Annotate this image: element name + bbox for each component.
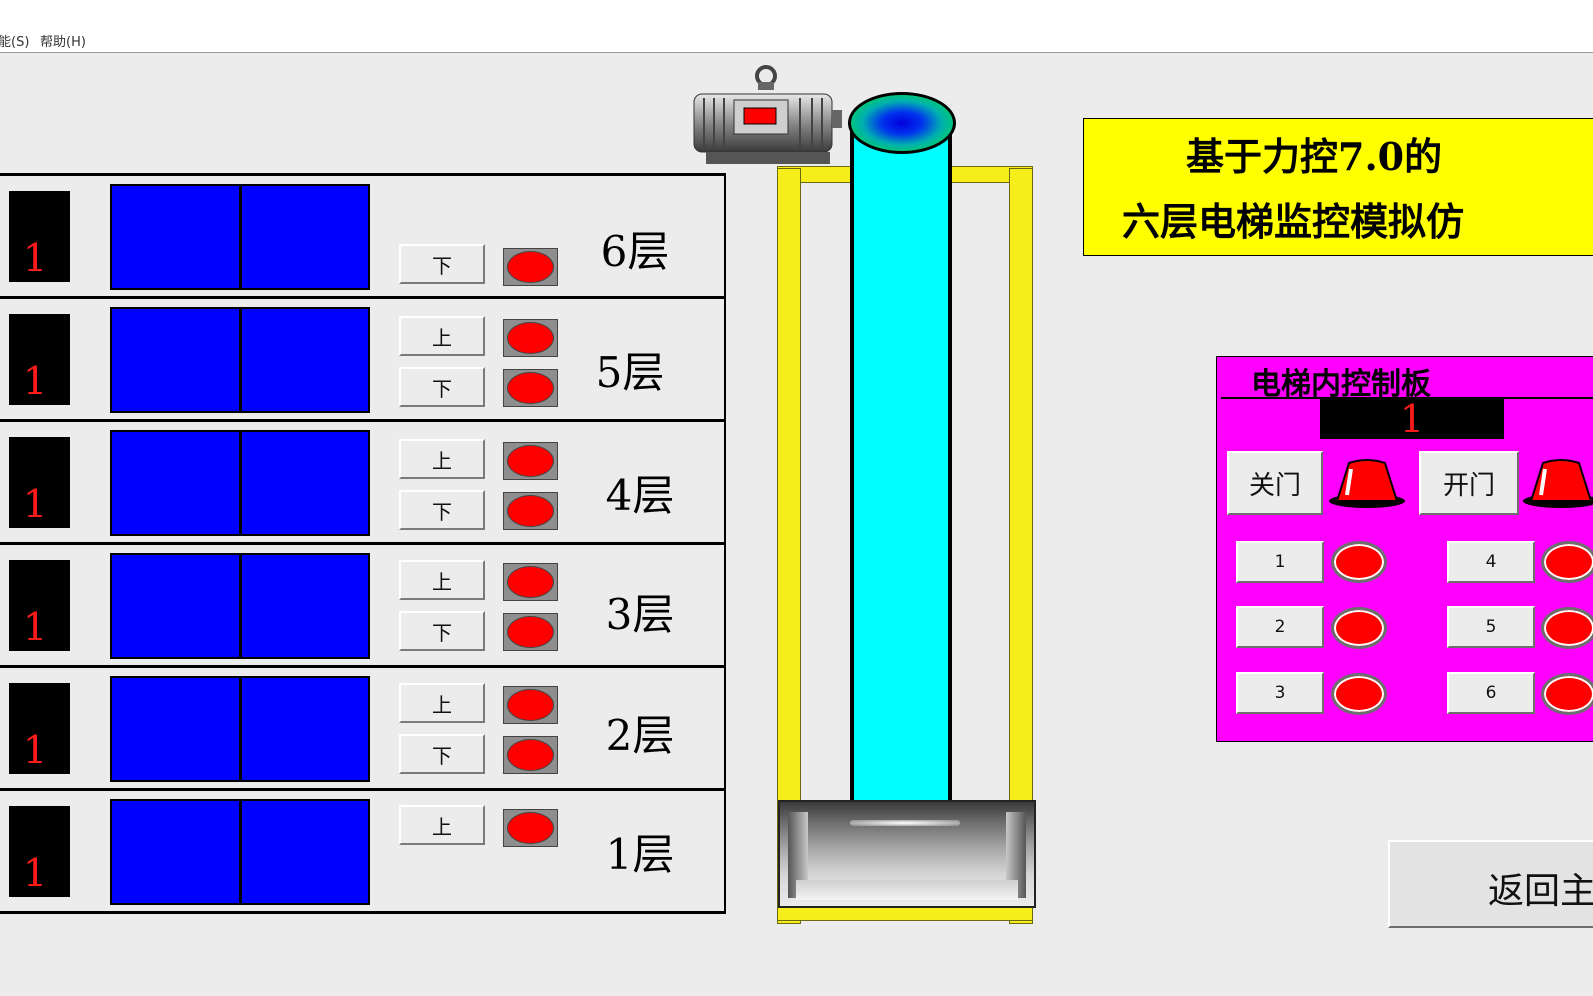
floor-row-6: 1 下 6层	[0, 173, 726, 296]
floor-row-2: 1 上 下 2层	[0, 665, 726, 788]
floor-label: 2层	[605, 711, 675, 760]
car-floor-lamp-1	[1331, 541, 1387, 583]
floor-row-5: 1 上 下 5层	[0, 296, 726, 419]
floor-label: 3层	[605, 590, 675, 639]
landing-doors	[110, 553, 370, 659]
door-alarm-lamp-icon	[1523, 459, 1593, 508]
cable-drum	[848, 92, 956, 154]
call-up-button[interactable]: 上	[399, 439, 485, 479]
call-down-lamp	[503, 613, 558, 651]
title-strip	[0, 0, 1593, 28]
floor-label: 6层	[600, 227, 670, 276]
floor-position-indicator: 1	[9, 806, 70, 897]
floor-position-indicator: 1	[9, 191, 70, 282]
floor-position-indicator: 1	[9, 437, 70, 528]
elevator-shaft	[776, 60, 1038, 930]
door-alarm-lamp-icon	[1329, 459, 1405, 508]
close-door-button[interactable]: 关门	[1227, 451, 1323, 515]
call-down-button[interactable]: 下	[399, 490, 485, 530]
floor-row-1: 1 上 1层	[0, 788, 726, 914]
return-main-button[interactable]: 返回主	[1388, 840, 1593, 928]
call-down-button[interactable]: 下	[399, 244, 485, 284]
landing-doors	[110, 430, 370, 536]
car-floor-display: 1	[1320, 399, 1504, 439]
hoist-cable	[850, 120, 952, 864]
floor-position-indicator: 1	[9, 314, 70, 405]
call-up-lamp	[503, 442, 558, 480]
landing-doors	[110, 307, 370, 413]
car-control-panel: 电梯内控制板 1 关门 开门 1 2 3 4 5 6	[1216, 356, 1593, 742]
open-door-button[interactable]: 开门	[1419, 451, 1519, 515]
landing-doors	[110, 799, 370, 905]
call-up-button[interactable]: 上	[399, 805, 485, 845]
call-down-lamp	[503, 736, 558, 774]
motor-icon	[693, 65, 842, 164]
car-floor-button-3[interactable]: 3	[1236, 672, 1324, 714]
car-floor-lamp-4	[1541, 541, 1593, 583]
elevator-car	[778, 800, 1036, 908]
page-title: 基于力控7.0的 六层电梯监控模拟仿	[1083, 118, 1593, 256]
menu-bar: 能(S) 帮助(H)	[0, 28, 1593, 53]
landing-doors	[110, 184, 370, 290]
call-down-button[interactable]: 下	[399, 611, 485, 651]
call-down-button[interactable]: 下	[399, 367, 485, 407]
floor-row-4: 1 上 下 4层	[0, 419, 726, 542]
call-down-lamp	[503, 369, 558, 407]
call-up-button[interactable]: 上	[399, 316, 485, 356]
call-down-button[interactable]: 下	[399, 734, 485, 774]
floor-label: 4层	[605, 471, 675, 520]
menu-help[interactable]: 帮助(H)	[40, 35, 86, 50]
call-up-button[interactable]: 上	[399, 560, 485, 600]
call-down-lamp	[503, 492, 558, 530]
car-floor-button-1[interactable]: 1	[1236, 541, 1324, 583]
car-floor-button-4[interactable]: 4	[1447, 541, 1535, 583]
call-up-lamp	[503, 319, 558, 357]
call-up-button[interactable]: 上	[399, 683, 485, 723]
floor-position-indicator: 1	[9, 560, 70, 651]
call-up-lamp	[503, 686, 558, 724]
floor-label: 5层	[595, 348, 665, 397]
car-floor-lamp-2	[1331, 607, 1387, 649]
call-up-lamp	[503, 809, 558, 847]
call-down-lamp	[503, 248, 558, 286]
car-floor-button-5[interactable]: 5	[1447, 606, 1535, 648]
menu-function[interactable]: 能(S)	[0, 35, 30, 50]
car-floor-lamp-3	[1331, 673, 1387, 715]
floor-hall-panel: 1 下 6层 1 上 下 5层 1 上 下 4层 1 上 下 3层	[0, 173, 733, 921]
floor-label: 1层	[605, 830, 675, 879]
panel-title: 电梯内控制板	[1251, 367, 1431, 402]
call-up-lamp	[503, 563, 558, 601]
car-floor-lamp-6	[1541, 673, 1593, 715]
car-floor-button-2[interactable]: 2	[1236, 606, 1324, 648]
landing-doors	[110, 676, 370, 782]
floor-position-indicator: 1	[9, 683, 70, 774]
floor-row-3: 1 上 下 3层	[0, 542, 726, 665]
car-floor-button-6[interactable]: 6	[1447, 672, 1535, 714]
car-floor-lamp-5	[1541, 607, 1593, 649]
